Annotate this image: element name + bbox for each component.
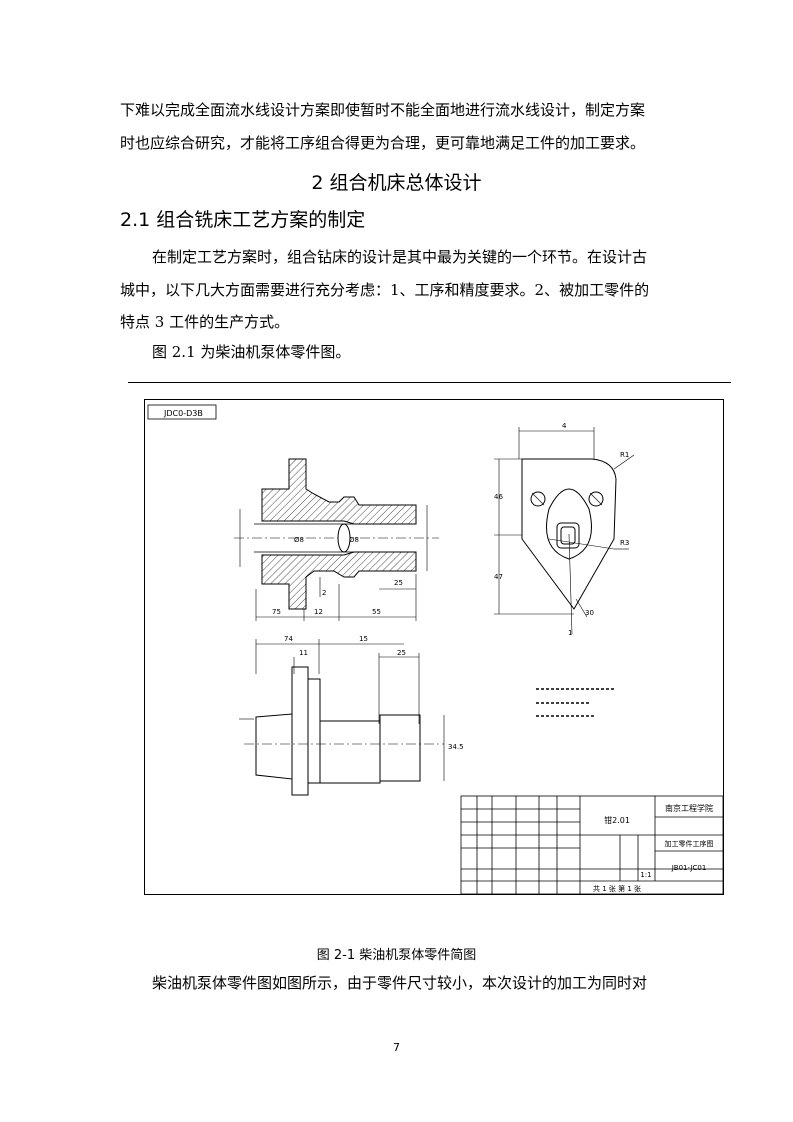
engineering-drawing: JDC0-D3B 75 12 55 25 Ø8 Ø8 2 4: [144, 399, 724, 895]
drawing-border: [144, 399, 724, 895]
svg-text:1: 1: [568, 629, 572, 637]
svg-text:30: 30: [585, 609, 594, 617]
title-scale: 1:1: [640, 871, 651, 879]
drawing-svg: JDC0-D3B 75 12 55 25 Ø8 Ø8 2 4: [144, 399, 724, 895]
svg-text:34.5: 34.5: [448, 743, 464, 751]
svg-text:55: 55: [372, 608, 381, 616]
svg-text:12: 12: [314, 608, 323, 616]
svg-text:74: 74: [284, 635, 293, 643]
svg-text:25: 25: [397, 649, 406, 657]
title-block: [460, 795, 724, 895]
figure-caption: 图 2-1 柴油机泵体零件简图: [316, 948, 477, 963]
intro-line-1: 下难以完成全面流水线设计方案即使暂时不能全面地进行流水线设计，制定方案: [120, 101, 646, 119]
svg-text:11: 11: [299, 649, 308, 657]
svg-text:25: 25: [394, 579, 403, 587]
stamp-text: JDC0-D3B: [163, 409, 203, 418]
svg-text:47: 47: [494, 573, 503, 581]
svg-text:15: 15: [359, 635, 368, 643]
svg-text:4: 4: [562, 422, 567, 430]
drawing-stamp: JDC0-D3B: [147, 404, 217, 420]
technical-notes: [536, 688, 614, 717]
svg-text:Ø8: Ø8: [349, 536, 359, 544]
subsection-title: 2.1 组合铣床工艺方案的制定: [120, 209, 366, 231]
figure-reference: 图 2.1 为柴油机泵体零件图。: [152, 343, 351, 361]
title-part-name: 加工零件工序图: [665, 839, 714, 848]
figure-top-rule: [128, 382, 731, 383]
body-line-3: 特点 3 工件的生产方式。: [120, 313, 290, 331]
page-number: 7: [393, 1041, 400, 1054]
title-drawing-name: 钳2.01: [604, 815, 630, 825]
title-drawing-no: JB01-JC01: [671, 864, 707, 872]
title-school: 南京工程学院: [665, 803, 713, 813]
body-line-1: 在制定工艺方案时，组合钻床的设计是其中最为关键的一个环节。在设计古: [152, 248, 648, 266]
section-title: 2 组合机床总体设计: [311, 172, 482, 194]
svg-text:R1: R1: [620, 451, 629, 459]
svg-text:46: 46: [494, 493, 503, 501]
intro-line-2: 时也应综合研究，才能将工序组合得更为合理，更可靠地满足工件的加工要求。: [120, 134, 646, 152]
front-view: 4 46 47 R3 R1 30 1: [494, 422, 635, 637]
svg-text:75: 75: [272, 608, 281, 616]
lower-view: 74 15 25 11 34.5: [239, 635, 464, 796]
svg-text:R3: R3: [620, 539, 629, 547]
svg-text:2: 2: [322, 589, 326, 597]
body-line-2: 城中，以下几大方面需要进行充分考虑：1、工序和精度要求。2、被加工零件的: [120, 281, 650, 299]
after-figure-line: 柴油机泵体零件图如图所示，由于零件尺寸较小，本次设计的加工为同时对: [152, 974, 648, 992]
section-view: 75 12 55 25 Ø8 Ø8 2: [234, 458, 439, 621]
title-sheets: 共 1 张 第 1 张: [593, 884, 641, 893]
svg-text:Ø8: Ø8: [294, 536, 304, 544]
